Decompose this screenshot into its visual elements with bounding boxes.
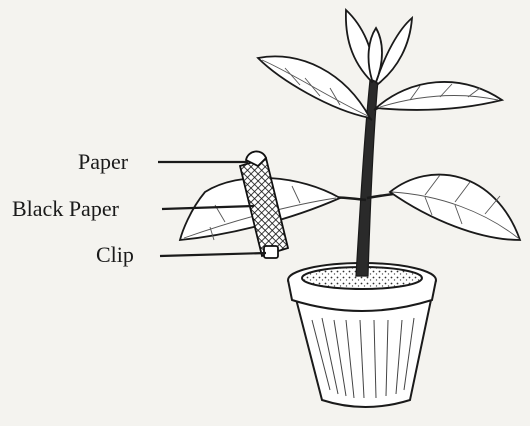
label-black-paper: Black Paper	[12, 198, 119, 220]
label-paper: Paper	[78, 151, 128, 173]
plant-leaves	[180, 10, 520, 240]
label-clip: Clip	[96, 244, 134, 266]
clip	[264, 246, 278, 258]
leader-clip	[160, 253, 266, 256]
flower-pot	[288, 263, 436, 407]
right-big-leaf	[390, 175, 520, 240]
